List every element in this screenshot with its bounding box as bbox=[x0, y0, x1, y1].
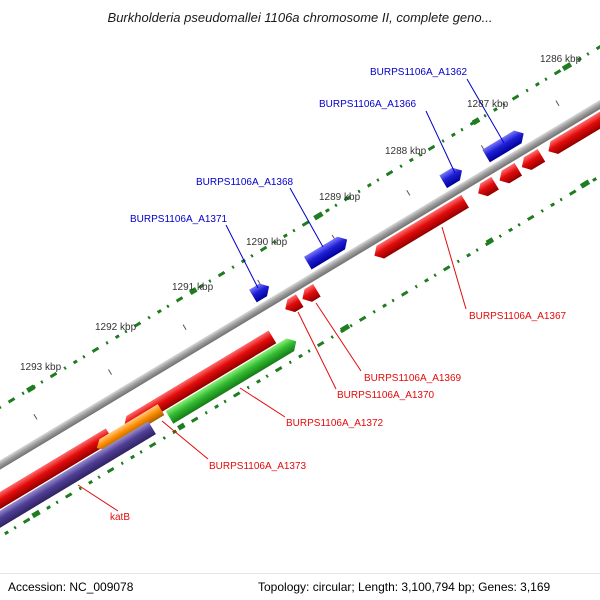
gene-label-burps1106a-a1366[interactable]: BURPS1106A_A1366 bbox=[319, 99, 417, 110]
gene-label-burps1106a-a1362[interactable]: BURPS1106A_A1362 bbox=[370, 67, 468, 78]
gene-label-burps1106a-a1368[interactable]: BURPS1106A_A1368 bbox=[196, 177, 294, 188]
genome-summary-text: Topology: circular; Length: 3,100,794 bp… bbox=[258, 580, 551, 594]
gene-arrow-katb[interactable] bbox=[0, 421, 156, 533]
genome-backbone-line[interactable] bbox=[0, 0, 600, 561]
ruler-label-1287: 1287 kbp bbox=[467, 99, 509, 110]
accession-text: Accession: NC_009078 bbox=[8, 580, 134, 594]
ruler-label-1293: 1293 kbp bbox=[20, 362, 62, 373]
minor-feature-dash bbox=[579, 179, 591, 189]
ruler-tick-1291 bbox=[182, 324, 187, 331]
gene-label-burps1106a-a1371[interactable]: BURPS1106A_A1371 bbox=[130, 214, 228, 225]
minor-feature-dash bbox=[485, 237, 495, 246]
map-title: Burkholderia pseudomallei 1106a chromoso… bbox=[107, 10, 493, 25]
minor-feature-dash bbox=[31, 509, 41, 519]
ruler-label-1291: 1291 kbp bbox=[172, 282, 214, 293]
ruler-tick-1288 bbox=[406, 189, 411, 196]
gene-label-burps1106a-a1372[interactable]: BURPS1106A_A1372 bbox=[286, 418, 384, 429]
minor-feature-dash bbox=[313, 211, 324, 221]
genome-map-viewport: 1286 kbp 1287 kbp 1288 kbp 1289 kbp 1290… bbox=[0, 0, 600, 574]
gene-label-burps1106a-a1369[interactable]: BURPS1106A_A1369 bbox=[364, 373, 462, 384]
leader-line-a1362 bbox=[466, 78, 505, 144]
ruler-tick-1286 bbox=[555, 100, 560, 106]
ruler-label-1290: 1290 kbp bbox=[246, 237, 288, 248]
ruler-label-1288: 1288 kbp bbox=[385, 146, 427, 157]
leader-line-a1372 bbox=[239, 387, 286, 418]
ruler-label-1292: 1292 kbp bbox=[95, 322, 137, 333]
leader-line-a1369 bbox=[315, 302, 362, 372]
status-bar: Accession: NC_009078 Topology: circular;… bbox=[0, 573, 600, 600]
ruler-label-1286: 1286 kbp bbox=[540, 54, 582, 65]
gene-label-burps1106a-a1367[interactable]: BURPS1106A_A1367 bbox=[469, 311, 567, 322]
ruler-tick-1292 bbox=[108, 369, 112, 375]
ruler-label-1289: 1289 kbp bbox=[319, 192, 361, 203]
minor-feature-dash bbox=[339, 323, 351, 333]
gene-label-katb[interactable]: katB bbox=[110, 512, 131, 523]
leader-line-katb bbox=[77, 484, 119, 512]
ruler-tick-1293 bbox=[33, 413, 38, 420]
minor-feature-dash bbox=[26, 384, 36, 393]
leader-line-a1370 bbox=[297, 311, 337, 390]
minor-feature-dash bbox=[471, 117, 481, 126]
gene-label-burps1106a-a1370[interactable]: BURPS1106A_A1370 bbox=[337, 390, 435, 401]
gene-label-burps1106a-a1373[interactable]: BURPS1106A_A1373 bbox=[209, 461, 307, 472]
minor-feature-dash bbox=[177, 422, 186, 431]
